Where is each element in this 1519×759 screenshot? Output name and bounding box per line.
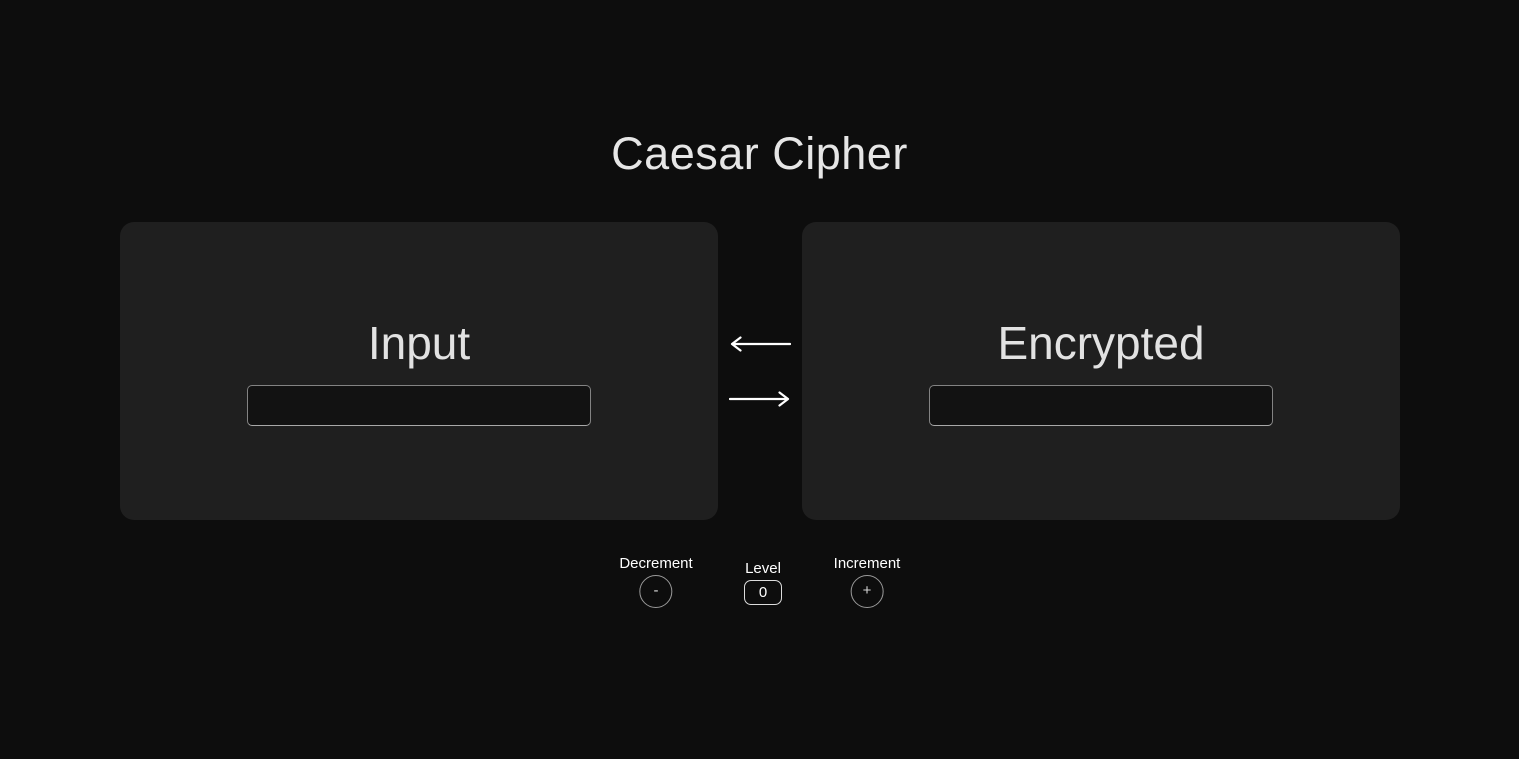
increment-control: Increment + <box>833 555 901 608</box>
encrypted-panel-heading: Encrypted <box>997 316 1205 369</box>
decrement-button[interactable]: - <box>639 575 673 608</box>
level-label: Level <box>745 560 781 577</box>
increment-button[interactable]: + <box>850 575 884 608</box>
arrow-right-icon <box>729 391 790 407</box>
encrypted-field[interactable] <box>929 385 1273 427</box>
encrypted-panel: Encrypted <box>802 222 1400 520</box>
decrement-control: Decrement - <box>619 555 693 608</box>
increment-label: Increment <box>833 555 901 572</box>
input-field[interactable] <box>247 385 591 427</box>
level-value-box[interactable] <box>744 580 782 605</box>
level-control: Level <box>744 560 782 605</box>
input-panel: Input <box>120 222 718 520</box>
arrow-left-icon <box>730 336 791 352</box>
decrement-label: Decrement <box>619 555 693 572</box>
input-panel-heading: Input <box>367 316 471 369</box>
page-title: Caesar Cipher <box>611 128 908 179</box>
